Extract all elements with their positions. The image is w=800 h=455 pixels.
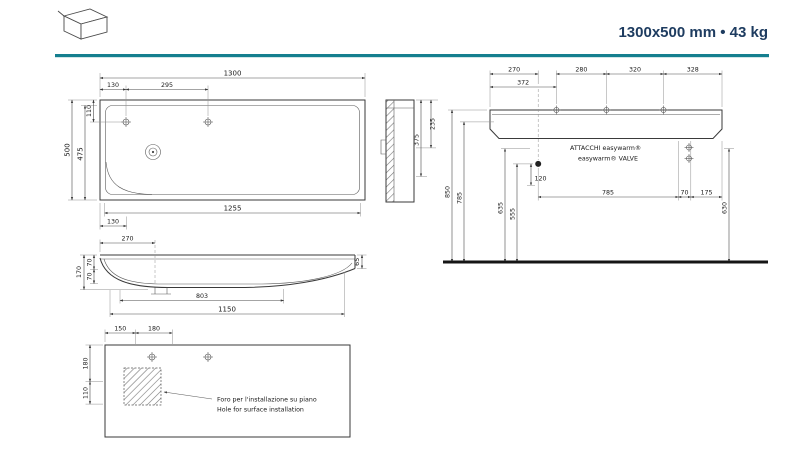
dim-section-edge-height: 65 (354, 258, 361, 266)
profile-dimension-lines (416, 99, 438, 177)
cube-icon (57, 8, 109, 40)
attachment-point-icon (684, 143, 694, 152)
dim-section-height-total: 170 (76, 266, 83, 278)
dim-install-side-b: 110 (83, 387, 90, 399)
dim-wall-hole-b: 320 (629, 67, 641, 74)
wall-dimension-lines (448, 70, 734, 263)
section-view: 270 170 70 70 803 1150 65 (76, 236, 367, 317)
dim-wall-left-span: 372 (517, 80, 529, 87)
drain-icon (145, 144, 161, 160)
dim-wall-bottom-b: 175 (700, 190, 712, 197)
install-dimension-lines (85, 329, 173, 405)
header-rule (55, 54, 769, 58)
product-size-title: 1300x500 mm • 43 kg (618, 24, 768, 41)
dim-wall-hole-c: 328 (687, 67, 699, 74)
label-easywarm-valve: easywarm® VALVE (578, 155, 638, 163)
dim-section-height-b: 70 (87, 272, 94, 280)
plan-view: 1300 130 295 500 475 110 1255 130 (64, 70, 366, 230)
dim-section-drain-offset: 270 (121, 236, 133, 243)
faucet-hole-icon (659, 105, 668, 115)
dim-section-height-a: 70 (87, 258, 94, 266)
dim-wall-height-valve: 555 (510, 208, 517, 220)
dim-wall-bottom-a: 70 (680, 190, 688, 197)
dim-section-span-inner: 803 (196, 293, 208, 300)
dim-plan-bottom-offset: 130 (107, 219, 119, 226)
valve-point (535, 160, 542, 167)
dim-plan-depth: 500 (64, 143, 72, 156)
faucet-hole-icon (147, 352, 157, 362)
dim-install-side-a: 180 (83, 357, 90, 369)
dim-wall-height-right: 630 (722, 202, 729, 214)
leader-arrow (163, 391, 213, 400)
dim-wall-valve-drop: 120 (535, 176, 547, 183)
dim-profile-depth-a: 235 (430, 118, 437, 130)
wall-view: 270 280 320 328 372 850 785 635 555 120 … (443, 67, 768, 264)
label-attacchi-easywarm: ATTACCHI easywarm® (570, 144, 641, 152)
counter-outline (104, 344, 351, 438)
faucet-hole-icon (121, 117, 131, 127)
faucet-hole-icon (203, 352, 213, 362)
install-view: 150 180 180 110 Foro per l'installazione… (83, 326, 351, 438)
dim-plan-hole-spacing: 295 (161, 82, 173, 89)
section-dimension-lines (80, 239, 367, 317)
faucet-hole-icon (551, 105, 561, 115)
dim-section-span-outer: 1150 (218, 306, 236, 314)
dim-wall-bottom-span: 785 (602, 190, 614, 197)
installation-hole-area (123, 367, 162, 406)
profile-view: 375 235 (380, 99, 438, 203)
dim-wall-height-top: 850 (445, 186, 452, 198)
basin-front-outline (489, 109, 723, 139)
dim-wall-valve-offset: 270 (508, 67, 520, 74)
plan-dimension-lines (68, 73, 366, 230)
attachment-point-icon (684, 154, 694, 163)
dim-wall-height-rim: 785 (457, 192, 464, 204)
section-outline (99, 254, 356, 295)
install-note-italian: Foro per l'installazione su piano (217, 397, 317, 404)
dim-wall-hole-a: 280 (575, 67, 587, 74)
faucet-hole-icon (601, 105, 611, 115)
install-note-english: Hole for surface installation (217, 407, 304, 414)
dim-plan-width: 1300 (224, 70, 242, 78)
dim-wall-height-attack: 635 (498, 202, 505, 214)
dim-profile-depth-b: 375 (413, 134, 420, 146)
dim-install-offset-b: 180 (148, 326, 160, 333)
dim-plan-inner-depth: 475 (77, 147, 85, 160)
plan-outline (99, 99, 366, 201)
profile-outline (380, 99, 415, 203)
faucet-hole-icon (203, 117, 213, 127)
dim-plan-hole-offset: 130 (107, 82, 119, 89)
dim-install-offset-a: 150 (114, 326, 126, 333)
dim-plan-bottom-width: 1255 (224, 205, 242, 213)
dim-plan-hole-depth: 110 (86, 105, 93, 117)
header: 1300x500 mm • 43 kg (55, 8, 769, 58)
